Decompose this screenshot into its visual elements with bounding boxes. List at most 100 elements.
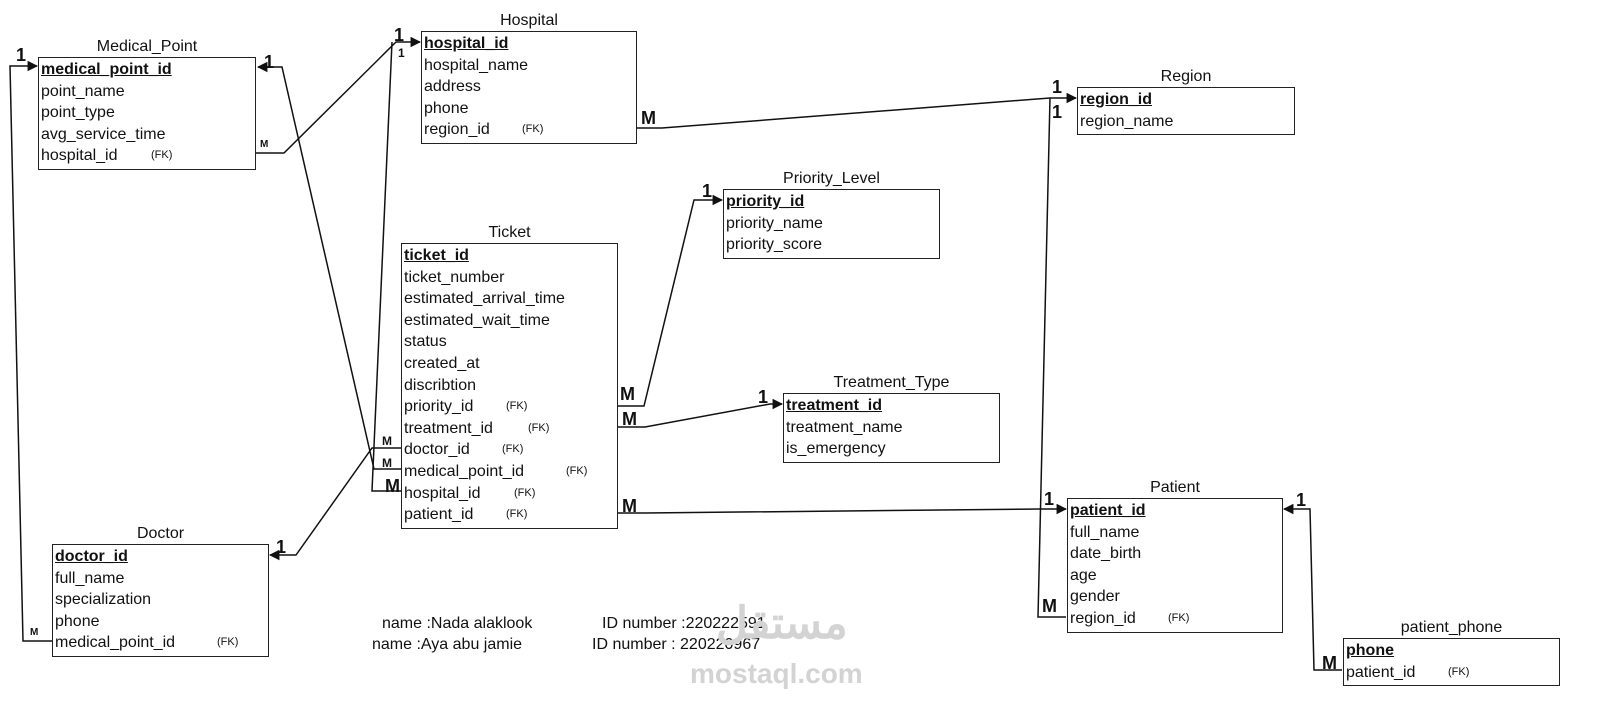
- rel-hospital-region: [636, 92, 1078, 129]
- student-2-name: name :Aya abu jamie: [372, 636, 523, 653]
- cardinality-one: 1: [758, 387, 769, 407]
- primary-key-attribute: priority_id: [726, 191, 939, 213]
- attribute: specialization: [55, 589, 268, 611]
- entity-title: Priority_Level: [783, 170, 880, 187]
- cardinality-many: M: [1042, 596, 1057, 616]
- attribute-name: status: [404, 333, 447, 351]
- attribute-name: ticket_number: [404, 268, 505, 286]
- attribute-name: region_name: [1080, 112, 1174, 130]
- attribute: age: [1070, 565, 1282, 587]
- attribute: is_emergency: [786, 438, 999, 460]
- entity-attributes: priority_id priority_name priority_score: [723, 189, 940, 259]
- attribute: estimated_arrival_time: [404, 288, 617, 310]
- attribute: priority_score: [726, 234, 939, 256]
- foreign-key-attribute: region_id(FK): [1070, 608, 1282, 630]
- cardinality-one: 1: [1296, 490, 1307, 510]
- primary-key-attribute: hospital_id: [424, 33, 636, 55]
- attribute: ticket_number: [404, 267, 617, 289]
- cardinality-one: 1: [702, 181, 713, 201]
- attribute-name: created_at: [404, 354, 480, 372]
- attribute-name: hospital_id: [404, 484, 481, 502]
- attribute-name: avg_service_time: [41, 125, 166, 143]
- attribute: full_name: [1070, 522, 1282, 544]
- entity-title: Patient: [1150, 479, 1200, 496]
- attribute: discribtion: [404, 375, 617, 397]
- entity-attributes: ticket_id ticket_number estimated_arrival_…: [401, 243, 618, 529]
- cardinality-many: M: [30, 627, 39, 638]
- attribute-name: hospital_id: [41, 147, 118, 165]
- fk-marker: (FK): [528, 421, 550, 434]
- foreign-key-attribute: priority_id(FK): [404, 396, 617, 418]
- foreign-key-attribute: treatment_id(FK): [404, 418, 617, 440]
- entity-title: patient_phone: [1400, 619, 1503, 636]
- attribute-name: hospital_id: [424, 35, 509, 52]
- primary-key-attribute: patient_id: [1070, 500, 1282, 522]
- foreign-key-attribute: doctor_id(FK): [404, 439, 617, 461]
- foreign-key-attribute: hospital_id(FK): [404, 483, 617, 505]
- foreign-key-attribute: hospital_id(FK): [41, 145, 255, 167]
- attribute: date_birth: [1070, 543, 1282, 565]
- cardinality-one: 1: [398, 46, 405, 60]
- cardinality-many: M: [641, 108, 656, 128]
- foreign-key-attribute: region_id(FK): [424, 119, 636, 141]
- attribute-name: priority_score: [726, 236, 823, 254]
- cardinality-many: M: [260, 139, 269, 150]
- student-1-id: ID number :220222591: [602, 615, 766, 632]
- cardinality-many: M: [385, 476, 400, 496]
- attribute-name: region_id: [1080, 91, 1153, 108]
- attribute-name: point_type: [41, 104, 115, 122]
- attribute-name: phone: [55, 612, 100, 630]
- attribute-name: priority_id: [726, 193, 805, 210]
- rel-ticket-hospital: [371, 41, 401, 492]
- attribute: status: [404, 331, 617, 353]
- attribute-name: patient_id: [1070, 502, 1146, 519]
- attribute-name: medical_point_id: [55, 634, 176, 652]
- attribute-name: specialization: [55, 591, 152, 609]
- attribute-name: ticket_id: [404, 247, 469, 264]
- entity-title: Hospital: [500, 12, 558, 29]
- attribute-name: priority_id: [404, 398, 474, 416]
- rel-patientphone-patient: [1282, 503, 1342, 671]
- student-2-id: ID number : 220220967: [592, 636, 761, 653]
- attribute: hospital_name: [424, 55, 636, 77]
- rel-ticket-treatment: [618, 398, 784, 428]
- rel-patient-region: [1037, 97, 1066, 618]
- attribute-name: hospital_name: [424, 56, 529, 74]
- primary-key-attribute: region_id: [1080, 89, 1294, 111]
- entity-title: Medical_Point: [96, 38, 198, 55]
- attribute-name: patient_id: [404, 506, 474, 524]
- fk-marker: (FK): [566, 464, 588, 477]
- entity-title: Doctor: [136, 525, 185, 542]
- entity-attributes: region_id region_name: [1077, 87, 1295, 136]
- cardinality-many: M: [622, 409, 637, 429]
- cardinality-many: M: [382, 456, 392, 470]
- fk-marker: (FK): [1168, 611, 1190, 624]
- cardinality-many: M: [622, 496, 637, 516]
- foreign-key-attribute: medical_point_id(FK): [404, 461, 617, 483]
- attribute: region_name: [1080, 111, 1294, 133]
- fk-marker: (FK): [502, 443, 524, 456]
- attribute-name: priority_name: [726, 214, 823, 232]
- primary-key-attribute: ticket_id: [404, 245, 617, 267]
- attribute: created_at: [404, 353, 617, 375]
- cardinality-many: M: [382, 434, 392, 448]
- attribute: treatment_name: [786, 417, 999, 439]
- rel-doctor-medicalpoint: [9, 60, 52, 642]
- cardinality-one: 1: [16, 45, 27, 65]
- attribute: point_type: [41, 102, 255, 124]
- attribute-name: is_emergency: [786, 440, 886, 458]
- attribute: phone: [55, 611, 268, 633]
